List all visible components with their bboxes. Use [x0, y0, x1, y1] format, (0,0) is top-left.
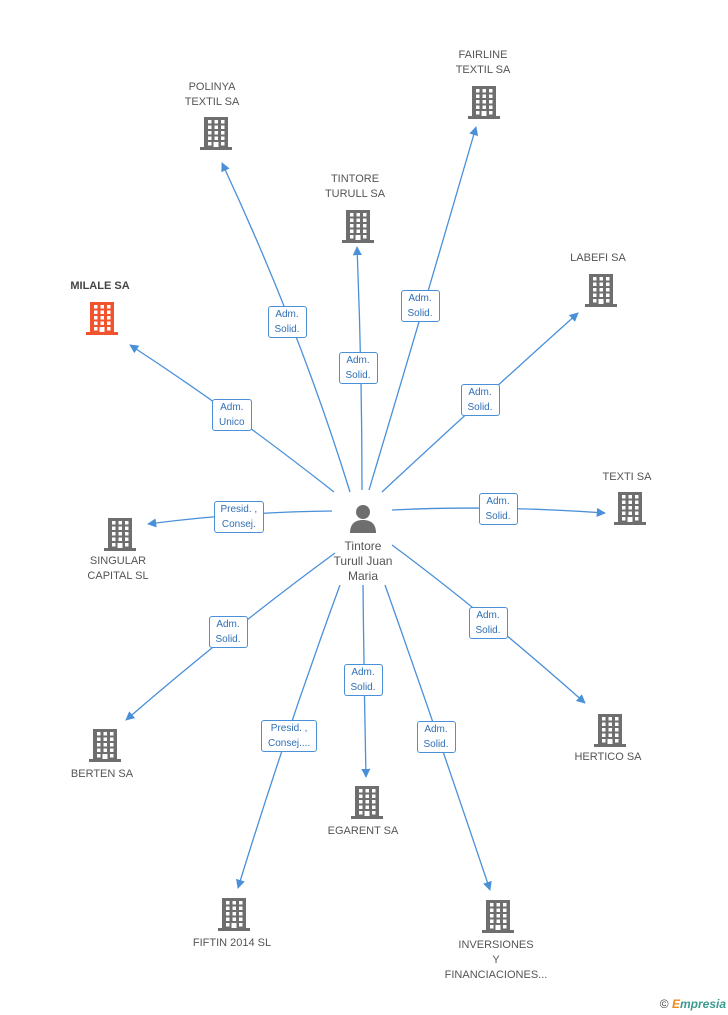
- company-node-fairline[interactable]: [468, 84, 500, 125]
- relation-badge-tintore: Adm. Solid.: [338, 352, 378, 384]
- company-node-texti[interactable]: [614, 490, 646, 531]
- building-icon: [482, 900, 514, 933]
- building-icon: [594, 714, 626, 747]
- building-icon: [89, 729, 121, 762]
- company-node-berten[interactable]: [89, 727, 121, 768]
- relation-badge-inversiones: Adm. Solid.: [416, 721, 456, 753]
- relation-badge-fairline: Adm. Solid.: [400, 290, 440, 322]
- brand-logo-text: mpresia: [679, 997, 726, 1011]
- company-node-singular[interactable]: [104, 516, 136, 557]
- building-icon: [468, 86, 500, 119]
- footer-brand: © Empresia: [660, 997, 726, 1011]
- relation-badge-polinya: Adm. Solid.: [267, 306, 307, 338]
- person-icon: [350, 505, 376, 533]
- building-icon: [585, 274, 617, 307]
- relation-badge-fiftin: Presid. , Consej....: [261, 720, 318, 752]
- company-node-tintore[interactable]: [342, 208, 374, 249]
- company-label-tintore[interactable]: TINTORE TURULL SA: [324, 173, 386, 200]
- company-label-berten[interactable]: BERTEN SA: [70, 768, 134, 780]
- company-label-fairline[interactable]: FAIRLINE TEXTIL SA: [455, 49, 511, 76]
- copyright-symbol: ©: [659, 997, 669, 1011]
- company-label-inversiones[interactable]: INVERSIONES Y FINANCIACIONES...: [444, 939, 548, 981]
- building-icon: [200, 117, 232, 150]
- company-node-milale[interactable]: [86, 300, 118, 341]
- company-label-polinya[interactable]: POLINYA TEXTIL SA: [184, 81, 240, 108]
- person-label[interactable]: Tintore Turull Juan Maria: [333, 539, 393, 583]
- building-icon: [351, 786, 383, 819]
- company-label-labefi[interactable]: LABEFI SA: [570, 252, 626, 264]
- company-label-texti[interactable]: TEXTI SA: [602, 471, 652, 483]
- company-node-fiftin[interactable]: [218, 896, 250, 937]
- building-icon: [614, 492, 646, 525]
- relation-badge-egarent: Adm. Solid.: [343, 664, 383, 696]
- company-node-labefi[interactable]: [585, 272, 617, 313]
- relation-badge-hertico: Adm. Solid.: [468, 607, 508, 639]
- company-label-hertico[interactable]: HERTICO SA: [574, 751, 642, 763]
- building-icon: [342, 210, 374, 243]
- company-label-egarent[interactable]: EGARENT SA: [327, 825, 399, 837]
- company-node-inversiones[interactable]: [482, 898, 514, 939]
- relation-badge-berten: Adm. Solid.: [208, 616, 248, 648]
- person-node[interactable]: [347, 502, 379, 539]
- company-node-egarent[interactable]: [351, 784, 383, 825]
- building-icon: [104, 518, 136, 551]
- relation-badge-labefi: Adm. Solid.: [460, 384, 500, 416]
- company-label-milale[interactable]: MILALE SA: [70, 280, 130, 292]
- building-icon: [86, 302, 118, 335]
- company-node-hertico[interactable]: [594, 712, 626, 753]
- relation-badge-texti: Adm. Solid.: [478, 493, 518, 525]
- company-label-fiftin[interactable]: FIFTIN 2014 SL: [192, 937, 272, 949]
- building-icon: [218, 898, 250, 931]
- relation-badge-singular: Presid. , Consej.: [213, 501, 265, 533]
- brand-logo-initial: E: [671, 997, 680, 1011]
- company-label-singular[interactable]: SINGULAR CAPITAL SL: [87, 555, 149, 582]
- company-node-polinya[interactable]: [200, 115, 232, 156]
- relation-badge-milale: Adm. Unico: [212, 399, 252, 431]
